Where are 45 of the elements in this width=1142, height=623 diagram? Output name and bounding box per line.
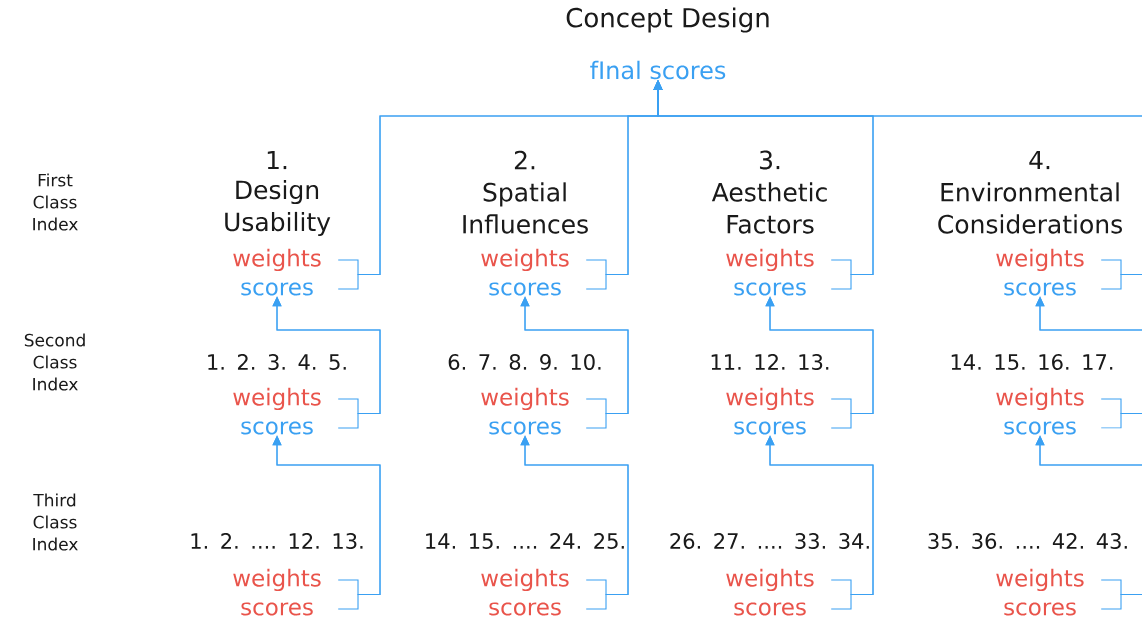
category-heading: Design Usability [225, 179, 331, 237]
weights-label: weights [996, 387, 1084, 411]
title: Concept Design [566, 7, 769, 33]
index-numbers: 6. 7. 8. 9. 10. [448, 354, 601, 370]
final-scores-label: fInal scores [590, 60, 726, 80]
index-numbers: 14. 15. 16. 17. [951, 354, 1113, 370]
heading-number: 4. [1029, 150, 1050, 170]
index-numbers: 14. 15. .... 24. 25. [426, 533, 624, 549]
weights-label: weights [726, 248, 814, 272]
weights-label: weights [726, 568, 814, 592]
row-header: Second Class Index [24, 333, 85, 391]
weights-label: weights [233, 387, 321, 411]
row-header: First Class Index [33, 173, 78, 231]
category-heading: Spatial Influences [463, 182, 588, 234]
category-heading: Aesthetic Factors [711, 182, 827, 234]
index-numbers: 1. 2. .... 12. 13. [191, 533, 363, 549]
scores-label: scores [241, 602, 313, 616]
scores-label: scores [734, 421, 806, 435]
weights-label: weights [233, 248, 321, 272]
weights-label: weights [481, 568, 569, 592]
scores-label: scores [489, 602, 561, 616]
weights-label: weights [233, 568, 321, 592]
heading-number: 2. [514, 150, 535, 170]
index-numbers: 11. 12. 13. [711, 354, 829, 370]
category-heading: Environmental Considerations [938, 182, 1122, 234]
weights-label: weights [481, 387, 569, 411]
scores-label: scores [1004, 282, 1076, 296]
scores-label: scores [489, 282, 561, 296]
scores-label: scores [1004, 602, 1076, 616]
weights-label: weights [481, 248, 569, 272]
scores-label: scores [241, 421, 313, 435]
scores-label: scores [1004, 421, 1076, 435]
scores-label: scores [489, 421, 561, 435]
weights-label: weights [996, 568, 1084, 592]
weights-label: weights [726, 387, 814, 411]
heading-number: 1. [267, 150, 287, 170]
index-numbers: 26. 27. .... 33. 34. [670, 533, 869, 549]
scores-label: scores [734, 602, 806, 616]
scores-label: scores [241, 282, 313, 296]
scores-label: scores [734, 282, 806, 296]
heading-number: 3. [760, 150, 780, 170]
weights-label: weights [996, 248, 1084, 272]
index-numbers: 1. 2. 3. 4. 5. [208, 354, 346, 370]
row-header: Third Class Index [33, 493, 78, 551]
index-numbers: 35. 36. .... 42. 43. [928, 533, 1127, 549]
